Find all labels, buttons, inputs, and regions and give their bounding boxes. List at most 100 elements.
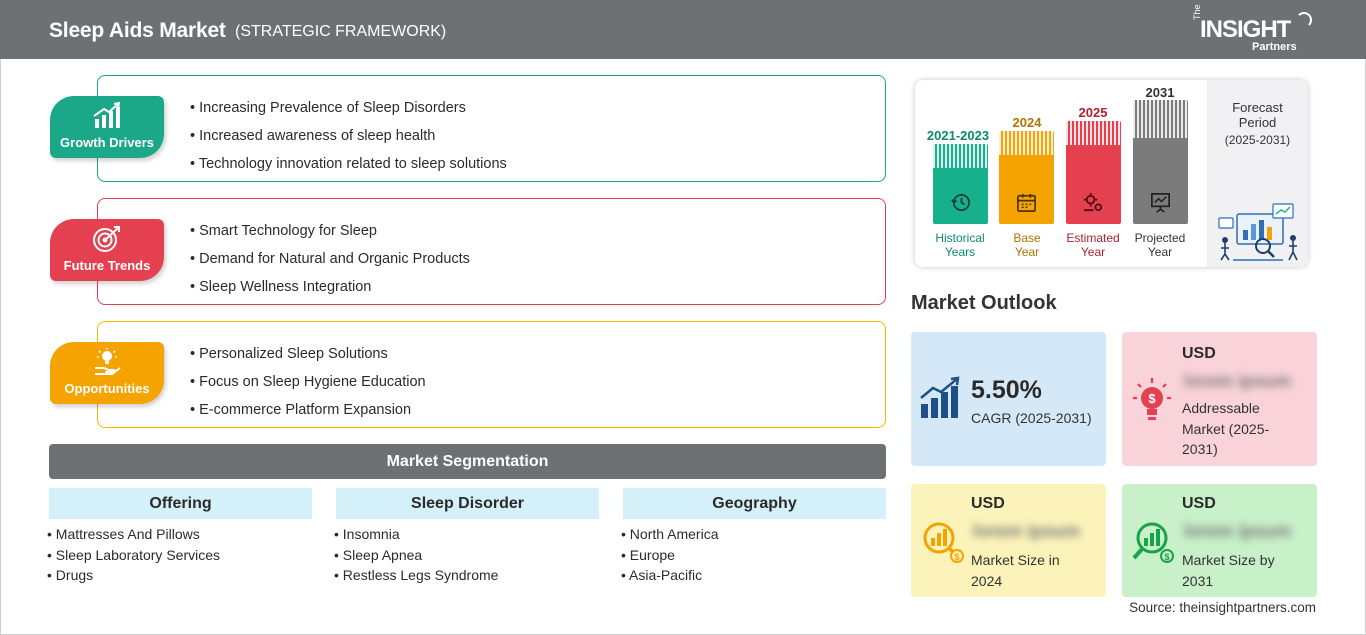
caption-line: Estimated: [1066, 231, 1120, 245]
addressable-label: Addressable Market (2025-2031): [1182, 400, 1270, 457]
badge-label: Future Trends: [63, 258, 151, 273]
growth-bars-icon: [920, 376, 960, 418]
list-item: Europe: [621, 545, 719, 566]
bar-stripe: [1133, 100, 1188, 138]
caption-line: Projected: [1134, 231, 1186, 245]
growth-drivers-badge: Growth Drivers: [50, 96, 164, 158]
cagr-label: CAGR (2025-2031): [971, 410, 1092, 426]
size-2031-label: Market Size by 2031: [1182, 552, 1275, 589]
growth-drivers-box: Increasing Prevalence of Sleep Disorders…: [97, 75, 886, 182]
source-note: Source: theinsightpartners.com: [1129, 600, 1316, 615]
logo-partners: Partners: [1252, 41, 1297, 53]
caption-line: Historical: [935, 231, 985, 245]
opportunities-box: Personalized Sleep Solutions Focus on Sl…: [97, 321, 886, 428]
bar-base: [999, 131, 1054, 224]
list-item: Mattresses And Pillows: [47, 524, 220, 545]
bar-historical: [933, 144, 988, 224]
market-size-2031-card: $ USD lorem ipsum Market Size by 2031: [1122, 484, 1317, 597]
caption-line: Years: [944, 245, 976, 259]
bar-caption-estimated: Estimated Year: [1053, 231, 1133, 259]
money-bulb-icon: $: [1133, 378, 1171, 420]
bar-caption-historical: Historical Years: [920, 231, 1000, 259]
cagr-card: 5.50% CAGR (2025-2031): [911, 332, 1106, 466]
list-item: Insomnia: [334, 524, 498, 545]
caption-line: Year: [1147, 245, 1173, 259]
gears-icon: [1083, 192, 1103, 212]
svg-text:$: $: [954, 552, 959, 562]
cagr-value: 5.50%: [971, 376, 1042, 404]
logo-insight: INSIGHT: [1200, 16, 1291, 43]
list-item: Focus on Sleep Hygiene Education: [190, 368, 426, 396]
addressable-market-card: $ USD lorem ipsum Addressable Market (20…: [1122, 332, 1317, 466]
segment-list-geography: North America Europe Asia-Pacific: [621, 524, 719, 586]
list-item: Sleep Laboratory Services: [47, 545, 220, 566]
list-item: Smart Technology for Sleep: [190, 217, 470, 245]
logo-arc-icon: [1296, 12, 1312, 28]
list-item: Increased awareness of sleep health: [190, 122, 507, 150]
market-size-2024-card: $ USD lorem ipsum Market Size in 2024: [911, 484, 1106, 597]
list-item: Asia-Pacific: [621, 565, 719, 586]
size-2031-value: lorem ipsum: [1184, 521, 1292, 541]
list-item: Restless Legs Syndrome: [334, 565, 499, 586]
segment-list-sleep-disorder: Insomnia Sleep Apnea Restless Legs Syndr…: [334, 524, 499, 586]
list-item: Drugs: [47, 565, 220, 586]
target-icon: [93, 226, 120, 252]
bar-year-historical: 2021-2023: [926, 128, 990, 143]
segment-heading-sleep-disorder: Sleep Disorder: [336, 488, 599, 519]
svg-text:$: $: [1164, 552, 1169, 562]
size-2024-label: Market Size in 2024: [971, 552, 1060, 589]
caption-line: Base: [1013, 231, 1041, 245]
badge-label: Opportunities: [64, 381, 150, 396]
svg-text:$: $: [1148, 391, 1156, 406]
future-trends-box: Smart Technology for Sleep Demand for Na…: [97, 198, 886, 305]
opportunities-list: Personalized Sleep Solutions Focus on Sl…: [190, 340, 426, 424]
bar-caption-base: Base Year: [987, 231, 1067, 259]
analytics-illustration-icon: [1218, 203, 1298, 261]
presentation-icon: [1151, 193, 1170, 213]
forecast-title-text: Forecast Period: [1232, 100, 1283, 130]
magnifier-growth-icon: $: [1132, 522, 1174, 563]
history-clock-icon: [951, 193, 970, 212]
segmentation-title: Market Segmentation: [49, 444, 886, 479]
badge-label: Growth Drivers: [60, 135, 154, 150]
bar-year-projected: 2031: [1145, 85, 1175, 100]
size-2024-currency: USD: [971, 495, 1005, 512]
bar-estimated: [1066, 121, 1121, 224]
list-item: Sleep Apnea: [334, 545, 498, 566]
bar-caption-projected: Projected Year: [1120, 231, 1200, 259]
list-item: Demand for Natural and Organic Products: [190, 245, 470, 273]
forecast-panel: Forecast Period (2025-2031): [1207, 80, 1308, 267]
caption-line: Year: [1080, 245, 1106, 259]
growth-drivers-list: Increasing Prevalence of Sleep Disorders…: [190, 94, 507, 178]
forecast-title: Forecast Period: [1207, 100, 1308, 130]
opportunities-badge: Opportunities: [50, 342, 164, 404]
segment-list-offering: Mattresses And Pillows Sleep Laboratory …: [47, 524, 220, 586]
future-trends-list: Smart Technology for Sleep Demand for Na…: [190, 217, 470, 301]
bar-year-base: 2024: [1012, 115, 1042, 130]
list-item: Technology innovation related to sleep s…: [190, 150, 507, 178]
bar-year-estimated: 2025: [1078, 105, 1108, 120]
caption-line: Year: [1014, 245, 1040, 259]
list-item: North America: [621, 524, 719, 545]
timeline-card: Forecast Period (2025-2031) 2021-2023: [915, 80, 1308, 267]
page-title: Sleep Aids Market: [49, 19, 226, 42]
segment-heading-geography: Geography: [623, 488, 886, 519]
addressable-currency: USD: [1182, 345, 1216, 362]
forecast-range: (2025-2031): [1224, 133, 1291, 147]
bar-stripe: [1066, 121, 1121, 145]
bar-stripe: [999, 131, 1054, 155]
header-bar: Sleep Aids Market (STRATEGIC FRAMEWORK) …: [0, 0, 1366, 59]
bar-projected: [1133, 100, 1188, 224]
list-item: Sleep Wellness Integration: [190, 273, 470, 301]
insight-partners-logo[interactable]: The INSIGHT Partners: [1190, 4, 1320, 54]
page-subtitle: (STRATEGIC FRAMEWORK): [235, 23, 447, 40]
segment-heading-offering: Offering: [49, 488, 312, 519]
list-item: Increasing Prevalence of Sleep Disorders: [190, 94, 507, 122]
list-item: Personalized Sleep Solutions: [190, 340, 426, 368]
future-trends-badge: Future Trends: [50, 219, 164, 281]
bar-stripe: [933, 144, 988, 168]
calendar-icon: [1017, 193, 1036, 212]
size-2024-value: lorem ipsum: [973, 521, 1081, 541]
magnifier-chart-icon: $: [923, 522, 964, 563]
market-outlook-title: Market Outlook: [911, 292, 1057, 314]
